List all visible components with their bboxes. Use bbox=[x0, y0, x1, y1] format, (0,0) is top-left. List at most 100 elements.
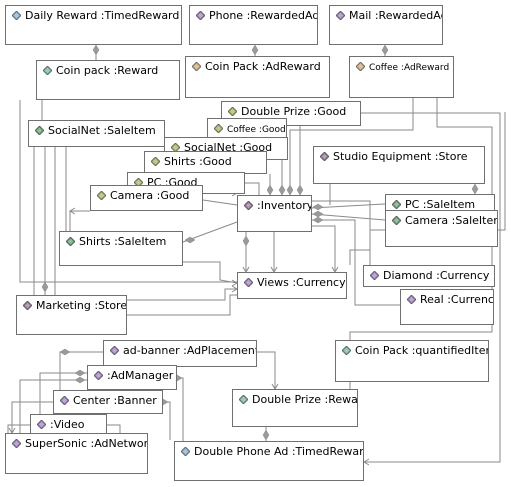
purple-diamond-icon bbox=[336, 11, 345, 20]
node-pc-saleitem[interactable]: PC :SaleItem bbox=[385, 194, 495, 214]
node-mail[interactable]: Mail :RewardedAd bbox=[329, 5, 443, 45]
node-label: Real :Currency bbox=[420, 293, 494, 306]
node-label: Coffee :AdReward bbox=[369, 63, 450, 73]
composition-diamond-marker bbox=[296, 184, 304, 196]
connector-line bbox=[245, 182, 260, 195]
connector-line bbox=[312, 200, 371, 277]
node-label: Camera :Good bbox=[110, 189, 190, 202]
node-label: Coin pack :Reward bbox=[56, 64, 159, 77]
node-label: Double Phone Ad :TimedReward bbox=[194, 445, 364, 458]
node-label: ad-banner :AdPlacement bbox=[123, 344, 257, 357]
composition-diamond-marker bbox=[278, 184, 286, 196]
node-inventory[interactable]: :Inventory bbox=[237, 195, 312, 232]
node-label: Mail :RewardedAd bbox=[349, 9, 443, 22]
node-label: :Video bbox=[50, 418, 85, 431]
connector-line bbox=[69, 210, 90, 231]
connector-line bbox=[107, 424, 121, 433]
node-label: SocialNet :SaleItem bbox=[48, 124, 156, 137]
node-label: :AdManager bbox=[107, 369, 174, 382]
node-center-banner[interactable]: Center :Banner bbox=[53, 390, 163, 414]
composition-diamond-marker bbox=[74, 376, 86, 384]
node-label: Marketing :Store bbox=[36, 299, 127, 312]
teal-diamond-icon bbox=[43, 66, 52, 75]
green-diamond-icon bbox=[66, 237, 75, 246]
purple-diamond-icon bbox=[60, 396, 69, 405]
node-label: Camera :SaleItem bbox=[405, 214, 498, 227]
node-studio-equipment[interactable]: Studio Equipment :Store bbox=[313, 146, 485, 184]
node-label: Daily Reward :TimedReward bbox=[25, 9, 180, 22]
connector-line bbox=[311, 203, 386, 209]
node-label: Coin Pack :AdReward bbox=[205, 60, 321, 73]
node-phone[interactable]: Phone :RewardedAd bbox=[189, 5, 318, 45]
composition-diamond-marker bbox=[266, 184, 274, 196]
connector-line bbox=[349, 229, 385, 265]
node-real-currency[interactable]: Real :Currency bbox=[400, 289, 494, 325]
node-label: Views :Currency bbox=[257, 276, 346, 289]
purple-diamond-icon bbox=[370, 271, 379, 280]
connector-line bbox=[498, 112, 506, 231]
green-diamond-icon bbox=[392, 216, 401, 225]
node-shirts-saleitem[interactable]: Shirts :SaleItem bbox=[59, 231, 183, 266]
node-supersonic[interactable]: SuperSonic :AdNetwork bbox=[5, 433, 148, 474]
purple-diamond-icon bbox=[244, 201, 253, 210]
node-coin-pack-qi[interactable]: Coin Pack :quantifiedItem bbox=[335, 340, 489, 382]
blue-diamond-icon bbox=[12, 11, 21, 20]
node-coin-pack-adreward[interactable]: Coin Pack :AdReward bbox=[185, 56, 330, 98]
node-diamond-currency[interactable]: Diamond :Currency bbox=[363, 265, 495, 287]
node-double-phone-ad[interactable]: Double Phone Ad :TimedReward bbox=[174, 441, 364, 481]
connector-line bbox=[11, 401, 53, 433]
composition-diamond-marker bbox=[92, 44, 100, 56]
node-video[interactable]: :Video bbox=[30, 414, 107, 436]
node-daily-reward[interactable]: Daily Reward :TimedReward bbox=[5, 5, 182, 45]
olive-diamond-icon bbox=[134, 178, 143, 187]
node-coin-pack-reward[interactable]: Coin pack :Reward bbox=[36, 60, 180, 100]
node-label: Shirts :SaleItem bbox=[79, 235, 167, 248]
composition-diamond-marker bbox=[41, 281, 49, 293]
node-label: Studio Equipment :Store bbox=[333, 150, 468, 163]
node-label: SuperSonic :AdNetwork bbox=[25, 437, 148, 450]
node-socialnet-saleitem[interactable]: SocialNet :SaleItem bbox=[28, 120, 165, 147]
connector-line bbox=[361, 112, 501, 463]
connector-line bbox=[289, 98, 414, 195]
purple-diamond-icon bbox=[23, 301, 32, 310]
tan-diamond-icon bbox=[192, 62, 201, 71]
node-label: Shirts :Good bbox=[164, 155, 232, 168]
connector-line bbox=[127, 294, 237, 316]
node-ad-banner[interactable]: ad-banner :AdPlacement bbox=[103, 340, 257, 367]
composition-diamond-marker bbox=[286, 184, 294, 196]
composition-diamond-marker bbox=[74, 369, 86, 377]
composition-diamond-marker bbox=[381, 44, 389, 56]
node-camera-good[interactable]: Camera :Good bbox=[90, 185, 203, 211]
green-diamond-icon bbox=[35, 126, 44, 135]
connector-line bbox=[7, 424, 30, 433]
arrowhead-marker bbox=[363, 458, 370, 466]
teal-diamond-icon bbox=[239, 395, 248, 404]
composition-diamond-marker bbox=[312, 210, 324, 218]
composition-diamond-marker bbox=[184, 236, 196, 244]
connector-line bbox=[19, 379, 87, 433]
node-label: Center :Banner bbox=[73, 394, 157, 407]
olive-diamond-icon bbox=[228, 107, 237, 116]
node-label: Diamond :Currency bbox=[383, 269, 490, 282]
olive-diamond-icon bbox=[214, 124, 223, 133]
node-double-prize-reward[interactable]: Double Prize :Reward bbox=[232, 389, 358, 427]
node-label: Double Prize :Good bbox=[241, 105, 347, 118]
purple-diamond-icon bbox=[196, 11, 205, 20]
node-label: Coin Pack :quantifiedItem bbox=[355, 344, 489, 357]
node-label: PC :SaleItem bbox=[405, 198, 476, 211]
connector-line bbox=[39, 372, 87, 433]
connector-line bbox=[312, 219, 400, 306]
node-coffee-adreward[interactable]: Coffee :AdReward bbox=[349, 56, 454, 98]
connector-line bbox=[19, 100, 237, 283]
node-camera-saleitem[interactable]: Camera :SaleItem bbox=[385, 210, 498, 247]
teal-diamond-icon bbox=[342, 346, 351, 355]
olive-diamond-icon bbox=[171, 143, 180, 152]
node-label: Double Prize :Reward bbox=[252, 393, 358, 406]
node-shirts-good[interactable]: Shirts :Good bbox=[144, 151, 267, 174]
node-admanager[interactable]: :AdManager bbox=[87, 365, 177, 390]
purple-diamond-icon bbox=[110, 346, 119, 355]
composition-diamond-marker bbox=[262, 429, 270, 441]
node-marketing[interactable]: Marketing :Store bbox=[16, 295, 127, 335]
node-views-currency[interactable]: Views :Currency bbox=[237, 272, 347, 299]
